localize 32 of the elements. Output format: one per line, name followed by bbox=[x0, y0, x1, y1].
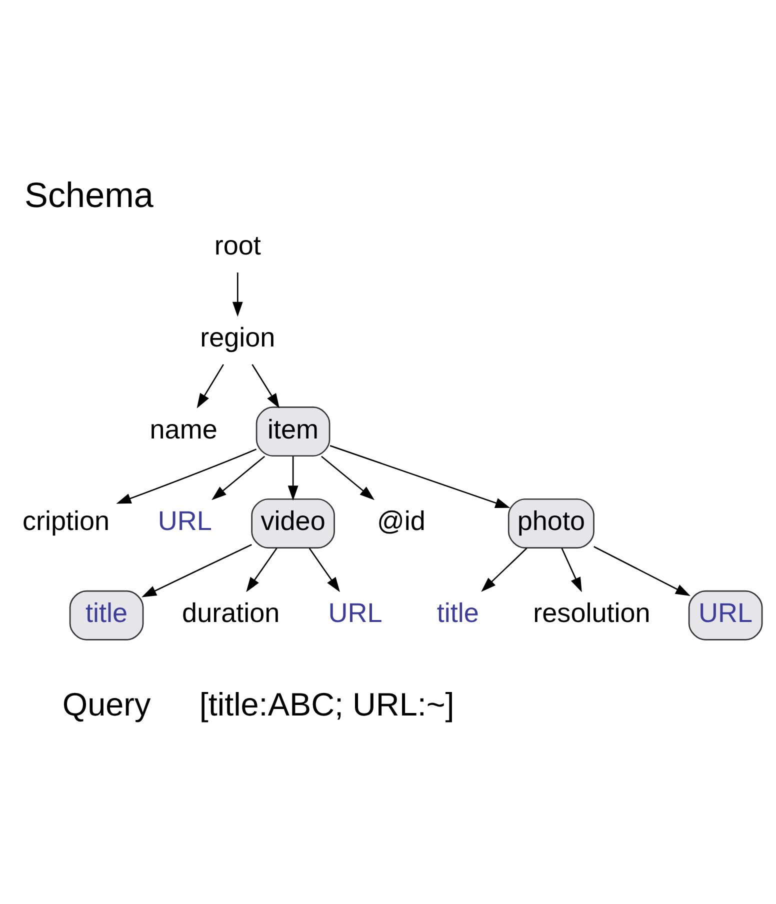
label: Query bbox=[62, 686, 151, 722]
node-text: URL bbox=[328, 598, 382, 628]
arrow bbox=[288, 456, 298, 500]
node-box: title bbox=[69, 590, 144, 640]
arrow bbox=[561, 547, 582, 592]
node-box: item bbox=[256, 406, 330, 456]
node-text: URL bbox=[158, 506, 212, 536]
node-text: resolution bbox=[533, 598, 650, 628]
arrow bbox=[196, 364, 224, 408]
node-text: cription bbox=[22, 506, 110, 536]
arrow bbox=[330, 444, 510, 508]
arrow bbox=[321, 455, 375, 500]
arrow bbox=[481, 547, 528, 592]
node-text: @id bbox=[376, 506, 426, 536]
node-box: video bbox=[251, 498, 335, 548]
arrow bbox=[594, 546, 690, 596]
node-text: root bbox=[214, 230, 261, 260]
arrow bbox=[232, 272, 243, 316]
node-text: name bbox=[150, 414, 218, 444]
node-box: photo bbox=[508, 498, 594, 548]
node-text: title bbox=[436, 598, 479, 628]
arrow bbox=[142, 544, 252, 597]
arrow bbox=[252, 364, 280, 408]
label: [title:ABC; URL:~] bbox=[199, 686, 454, 722]
arrow bbox=[116, 448, 257, 504]
node-box: URL bbox=[688, 590, 763, 640]
node-text: duration bbox=[182, 598, 280, 628]
arrow bbox=[246, 547, 278, 592]
node-text: region bbox=[200, 322, 276, 352]
diagram-title: Schema bbox=[24, 175, 154, 214]
arrow bbox=[308, 547, 340, 592]
arrow bbox=[212, 455, 266, 500]
